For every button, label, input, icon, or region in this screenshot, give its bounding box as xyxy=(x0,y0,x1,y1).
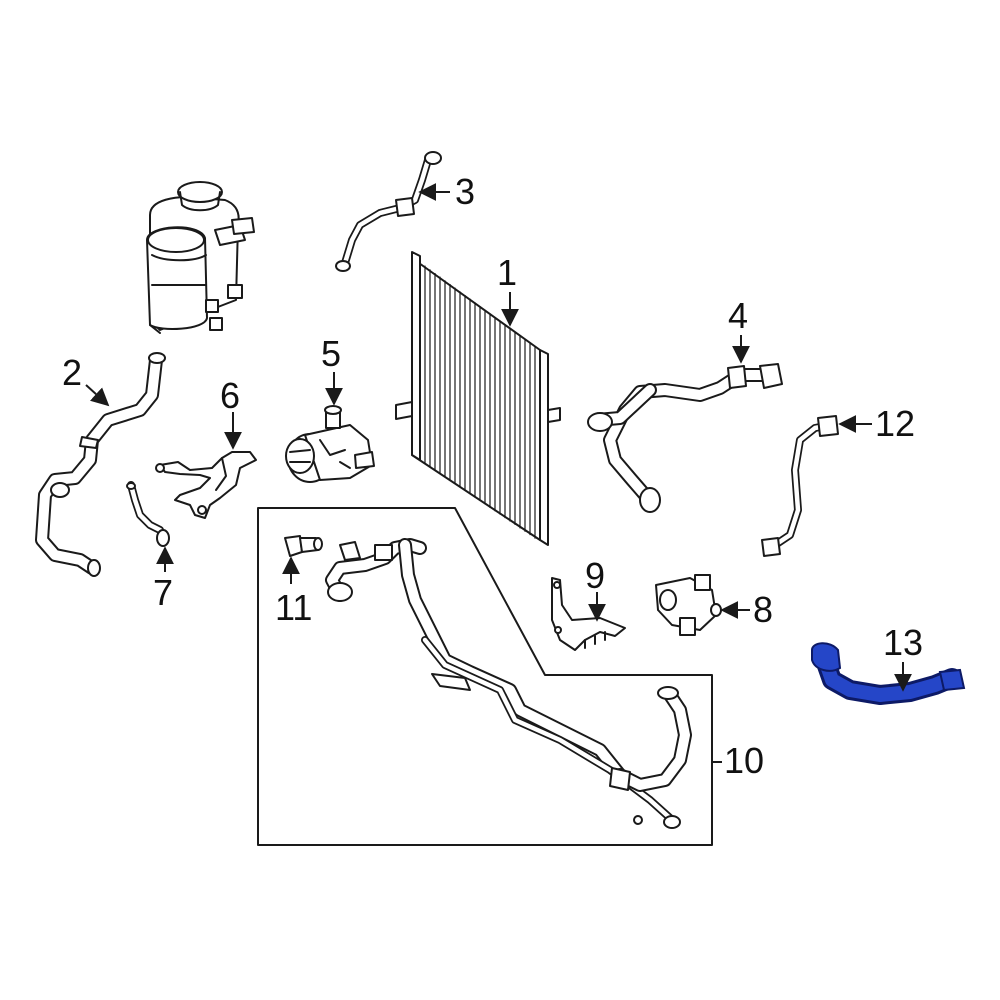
callout-1: 1 xyxy=(497,252,519,327)
callout-label-2: 2 xyxy=(62,352,82,393)
callout-label-6: 6 xyxy=(220,375,240,416)
part-4-hose[interactable] xyxy=(587,363,783,513)
callout-10: 10 xyxy=(712,740,764,781)
callout-label-3: 3 xyxy=(455,171,475,212)
coolant-reservoir-part[interactable] xyxy=(146,181,255,334)
part-10-hose-assembly[interactable] xyxy=(325,538,692,829)
callout-9: 9 xyxy=(585,555,606,622)
part-10-group-box xyxy=(257,507,713,846)
callout-13: 13 xyxy=(883,622,923,692)
part-3-pipe[interactable] xyxy=(335,151,442,272)
part-13-hose-highlighted[interactable] xyxy=(811,642,966,705)
callout-3: 3 xyxy=(418,171,475,212)
part-5-water-pump[interactable] xyxy=(285,405,375,483)
part-2-hose[interactable] xyxy=(35,352,166,577)
callout-2: 2 xyxy=(62,352,110,407)
callout-12: 12 xyxy=(838,403,915,444)
callout-label-10: 10 xyxy=(724,740,764,781)
callout-label-5: 5 xyxy=(321,333,341,374)
callout-label-11: 11 xyxy=(275,587,312,628)
callout-label-7: 7 xyxy=(153,572,173,613)
callout-11: 11 xyxy=(275,556,312,628)
callout-label-12: 12 xyxy=(875,403,915,444)
part-9-bracket[interactable] xyxy=(551,577,626,651)
part-12-hose[interactable] xyxy=(761,415,839,557)
callout-label-1: 1 xyxy=(497,252,517,293)
part-6-bracket[interactable] xyxy=(155,451,257,519)
callout-5: 5 xyxy=(321,333,343,406)
callout-label-9: 9 xyxy=(585,555,605,596)
part-1-radiator[interactable] xyxy=(395,251,561,546)
callout-label-4: 4 xyxy=(728,295,748,336)
callout-6: 6 xyxy=(220,375,242,450)
callout-4: 4 xyxy=(728,295,750,364)
part-8-valve[interactable] xyxy=(655,574,722,636)
callout-8: 8 xyxy=(720,589,773,630)
part-11-fitting[interactable] xyxy=(284,535,323,557)
part-7-pipe[interactable] xyxy=(126,481,170,547)
callout-7: 7 xyxy=(153,546,174,613)
callout-label-8: 8 xyxy=(753,589,773,630)
callout-label-13: 13 xyxy=(883,622,923,663)
